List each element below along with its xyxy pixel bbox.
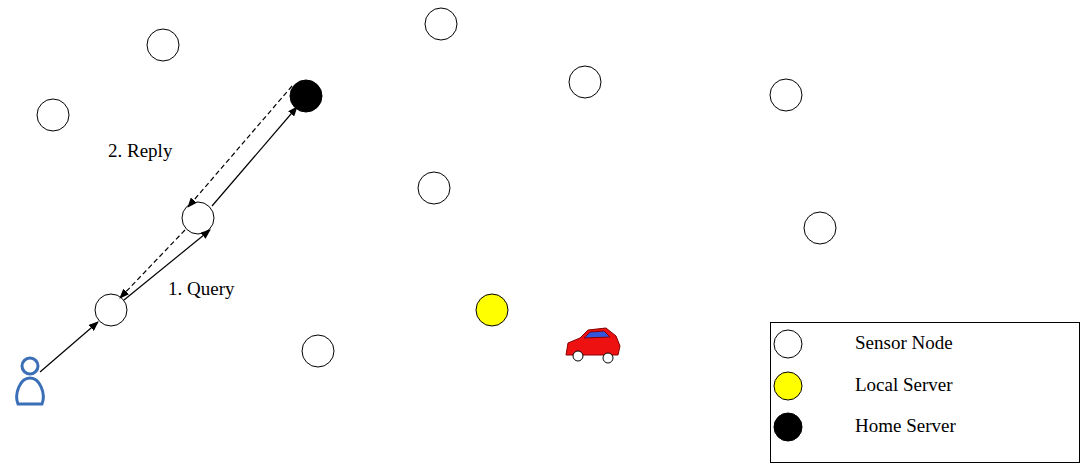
legend-box: Sensor NodeLocal ServerHome Server [770, 322, 1080, 463]
legend-text: Sensor Node [855, 332, 953, 355]
legend-row: Sensor Node [771, 327, 1079, 361]
legend-swatch-box [771, 369, 811, 403]
query-arrow [212, 107, 297, 206]
sensor-node [418, 172, 450, 204]
user-icon [17, 358, 44, 404]
car-icon [566, 328, 620, 363]
legend-swatch [774, 413, 802, 441]
home-server [290, 80, 322, 112]
sensor-node [95, 294, 127, 326]
legend-row: Home Server [771, 410, 1079, 444]
sensor-node [425, 8, 457, 40]
sensor-node [569, 66, 601, 98]
sensor-node [37, 99, 69, 131]
legend-text: Local Server [855, 374, 953, 397]
legend-text: Home Server [855, 415, 956, 438]
user-arrow [40, 322, 98, 372]
legend-swatch-box [771, 410, 811, 444]
legend-swatch [774, 372, 802, 400]
arrow-label: 1. Query [168, 278, 234, 301]
legend-row: Local Server [771, 369, 1079, 403]
arrow-label: 2. Reply [108, 140, 172, 163]
legend-swatch-box [771, 327, 811, 361]
reply-arrow [188, 86, 292, 207]
sensor-node [302, 335, 334, 367]
local-server [476, 294, 508, 326]
sensor-node [804, 212, 836, 244]
sensor-node [147, 29, 179, 61]
sensor-node [770, 79, 802, 111]
legend-swatch [774, 330, 802, 358]
sensor-node [182, 202, 214, 234]
